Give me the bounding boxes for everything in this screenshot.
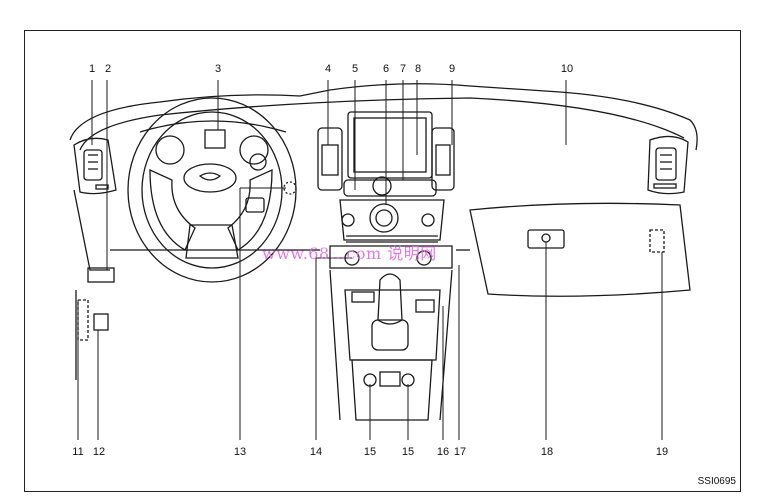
callout-1: 1 [88,63,96,75]
left-lower-panel [73,189,115,380]
callout-19: 19 [655,446,669,458]
watermark: www.68...com 说明网 [262,244,437,263]
dashboard-top-outline [69,83,698,151]
callout-15-right: 15 [401,446,415,458]
callout-18: 18 [540,446,554,458]
callout-7: 7 [399,63,407,75]
callout-16: 16 [436,446,450,458]
center-console [329,269,453,421]
diagram-frame [24,30,741,492]
left-air-vent [73,137,117,195]
callout-15-left: 15 [363,446,377,458]
figure-code: SSI0695 [697,476,736,487]
callout-9: 9 [448,63,456,75]
callout-3: 3 [214,63,222,75]
instrument-cluster [139,120,287,165]
callout-8: 8 [414,63,422,75]
glovebox [469,202,691,297]
right-air-vent [647,135,689,195]
callout-4: 4 [324,63,332,75]
callout-12: 12 [92,446,106,458]
callout-5: 5 [351,63,359,75]
callout-17: 17 [453,446,467,458]
callout-14: 14 [309,446,323,458]
callout-2: 2 [104,63,112,75]
callout-13: 13 [233,446,247,458]
callout-10: 10 [560,63,574,75]
callout-11: 11 [72,446,84,458]
callout-6: 6 [382,63,390,75]
switch-marker [283,181,297,195]
center-stack [317,111,455,269]
callout-leaders [77,80,663,440]
